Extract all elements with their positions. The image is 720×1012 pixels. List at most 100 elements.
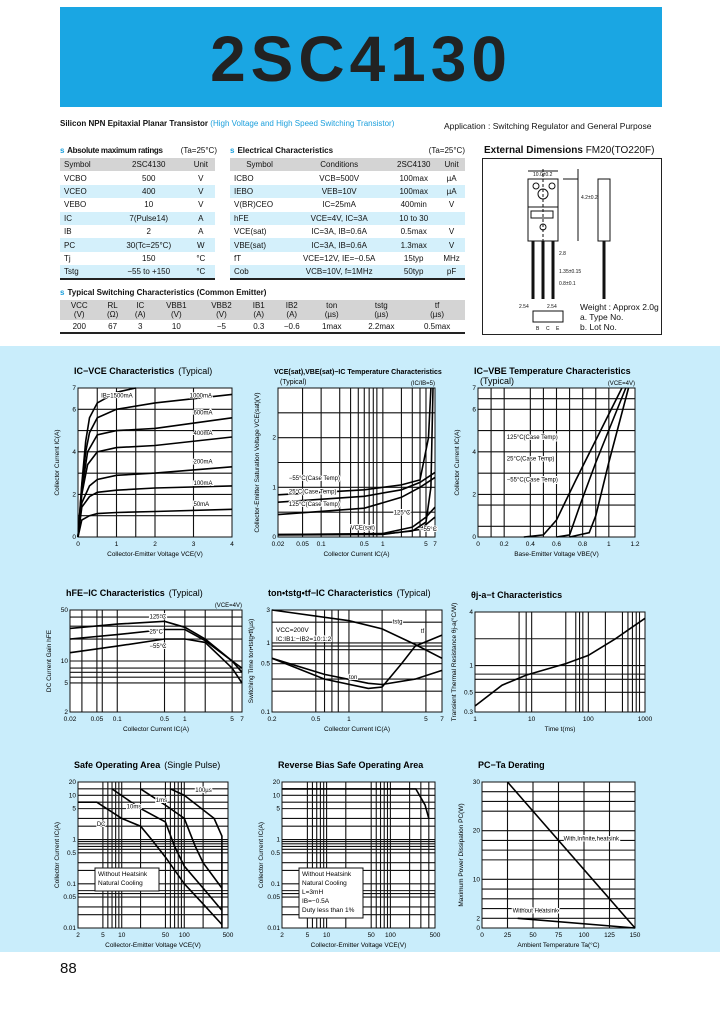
x-tick-label: 2 — [153, 541, 157, 548]
header-cell: Unit — [438, 158, 465, 172]
table-cell: IB — [64, 227, 72, 237]
y-tick-label: 0.3 — [464, 709, 473, 716]
chart-title: VCE(sat),VBE(sat)−IC Temperature Charact… — [274, 369, 442, 376]
table-cell: 30(Tc=25°C) — [110, 238, 187, 252]
y-tick-label: 0.5 — [464, 689, 473, 696]
x-tick-label: 100 — [385, 932, 396, 939]
x-tick-label: 5 — [101, 932, 105, 939]
series-label: 125°C(Case Temp) — [507, 435, 558, 441]
y-tick-label: 0.5 — [271, 850, 280, 857]
table-cell: 400min — [400, 200, 427, 210]
y-tick-label: 10 — [69, 792, 77, 799]
y-tick-label: 0 — [476, 925, 480, 932]
table-cell: 100max — [399, 173, 428, 183]
chart-annotation: IC:IB1:−IB2=10:1:2 — [276, 636, 332, 643]
table-cell: °C — [186, 265, 215, 279]
table-cell: V — [448, 200, 455, 210]
x-tick-label: 2 — [280, 932, 284, 939]
table-cell: Tstg — [60, 265, 111, 279]
y-tick-label: 0.01 — [267, 925, 280, 932]
part-number-title: 2SC4130 — [210, 23, 512, 95]
series-label: 10ms — [127, 805, 142, 811]
table-cell: V — [198, 173, 204, 183]
table-cell: IEBO — [230, 184, 290, 199]
chart-annotation: Natural Cooling — [302, 880, 347, 887]
table-cell: 1.3max — [389, 238, 439, 252]
series-line — [77, 508, 233, 538]
series-line — [569, 387, 630, 538]
table-cell: VCB=500V — [319, 173, 360, 183]
x-tick-label: 75 — [555, 932, 563, 939]
x-axis-label: Collector-Emitter Voltage VCE(V) — [107, 551, 203, 558]
package-outline-drawing: 10.0±0.2 4.2±0.2 2.8 2.54 2.54 0.8±0.1 1… — [519, 169, 611, 332]
note-type-no: a. Type No. — [580, 312, 624, 322]
package-name: FM20(TO220F) — [585, 145, 655, 156]
x-tick-label: 4 — [230, 541, 234, 548]
chart-title: Reverse Bias Safe Operating Area — [278, 760, 424, 770]
x-tick-label: 5 — [424, 541, 428, 548]
series-label: 125°C(Case Temp) — [289, 502, 340, 508]
table-cell: 100max — [389, 184, 439, 199]
series-label: ton — [349, 675, 357, 681]
table-cell: ICBO — [234, 173, 254, 183]
x-tick-label: 100 — [179, 932, 190, 939]
table-cell: VCE(sat) — [234, 227, 267, 237]
y-tick-label: 0.1 — [261, 709, 270, 716]
chart-title: ton•tstg•tf−IC Characteristics — [268, 588, 393, 598]
x-tick-label: 7 — [240, 716, 244, 723]
annotation-box — [94, 867, 160, 892]
table-cell: MHz — [443, 253, 460, 263]
x-axis-label: Collector Current IC(A) — [323, 551, 389, 558]
x-tick-label: 0.4 — [526, 541, 535, 548]
chart-title-suffix: (Single Pulse) — [164, 760, 220, 770]
y-tick-label: 4 — [472, 449, 476, 456]
table-cell: IC=3A, IB=0.6A — [311, 227, 367, 237]
x-axis-label: Time t(ms) — [545, 726, 576, 733]
table-cell: 10 — [171, 321, 181, 331]
y-axis-label: Maximum Power Dissipation PC(W) — [458, 803, 465, 906]
y-tick-label: 0.5 — [67, 850, 76, 857]
x-tick-label: 0.8 — [578, 541, 587, 548]
unit: (A) — [286, 310, 298, 319]
series-label: tf — [421, 629, 425, 635]
table-cell: A — [198, 227, 204, 237]
external-title: External Dimensions — [484, 145, 583, 156]
unit: (µs) — [374, 310, 389, 319]
page-number: 88 — [60, 960, 77, 977]
dim-height: 4.2±0.2 — [581, 195, 598, 201]
chart-annotation: Natural Cooling — [98, 880, 143, 887]
series-label: 50mA — [194, 502, 210, 508]
table-cell: Tj — [64, 253, 71, 263]
x-tick-label: 50 — [368, 932, 376, 939]
chart-title-suffix: (Typical) — [397, 588, 431, 598]
table-cell: °C — [196, 253, 206, 263]
x-tick-label: 1 — [607, 541, 611, 548]
unit: (V) — [216, 310, 227, 319]
x-tick-label: 1 — [473, 716, 477, 723]
elec-title: Electrical Characteristics — [237, 146, 334, 155]
application-value: Switching Regulator and General Purpose — [492, 121, 652, 131]
chart-annotation: Without Heatsink — [98, 871, 148, 878]
table-cell: 500 — [142, 173, 156, 183]
x-tick-label: 0.02 — [64, 716, 77, 723]
table-cell: A — [186, 211, 215, 225]
pin-e: E — [556, 326, 560, 332]
chart-title: PC−Ta Derating — [478, 760, 545, 770]
y-tick-label: 0.1 — [271, 881, 280, 888]
y-tick-label: 4 — [469, 609, 473, 616]
table-cell: −55 to +150 — [110, 265, 187, 279]
x-tick-label: 0.2 — [267, 716, 276, 723]
table-cell: VCB=10V, f=1MHz — [289, 265, 390, 279]
chart-condition: (VCE=4V) — [215, 603, 242, 609]
chart-title-suffix: (Typical) — [280, 379, 306, 386]
chart-c3: IC−VBE Temperature Characteristics(Typic… — [454, 366, 640, 558]
y-axis-label: Collector Current IC(A) — [54, 429, 61, 495]
table-cell: µA — [446, 173, 457, 183]
